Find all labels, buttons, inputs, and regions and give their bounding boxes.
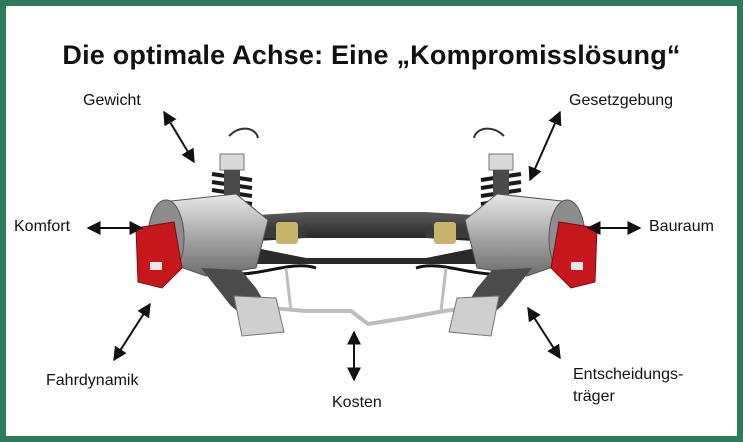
label-bauraum: Bauraum <box>649 218 714 235</box>
arrow-fahrdynamik <box>113 302 151 362</box>
slide-title: Die optimale Achse: Eine „Kompromisslösu… <box>62 40 681 70</box>
label-komfort: Komfort <box>14 218 71 235</box>
label-entscheidungstraeger: Entscheidungs- träger <box>573 366 684 405</box>
label-gesetzgebung: Gesetzgebung <box>569 92 674 109</box>
arrow-gewicht <box>163 110 195 164</box>
arrow-entscheidungstraeger <box>527 306 561 360</box>
label-gewicht: Gewicht <box>83 92 141 109</box>
label-kosten: Kosten <box>332 394 382 411</box>
label-fahrdynamik: Fahrdynamik <box>46 372 139 389</box>
arrow-gesetzgebung <box>528 110 562 182</box>
rear-axle-illustration <box>135 127 598 337</box>
axle-diagram <box>86 110 642 382</box>
